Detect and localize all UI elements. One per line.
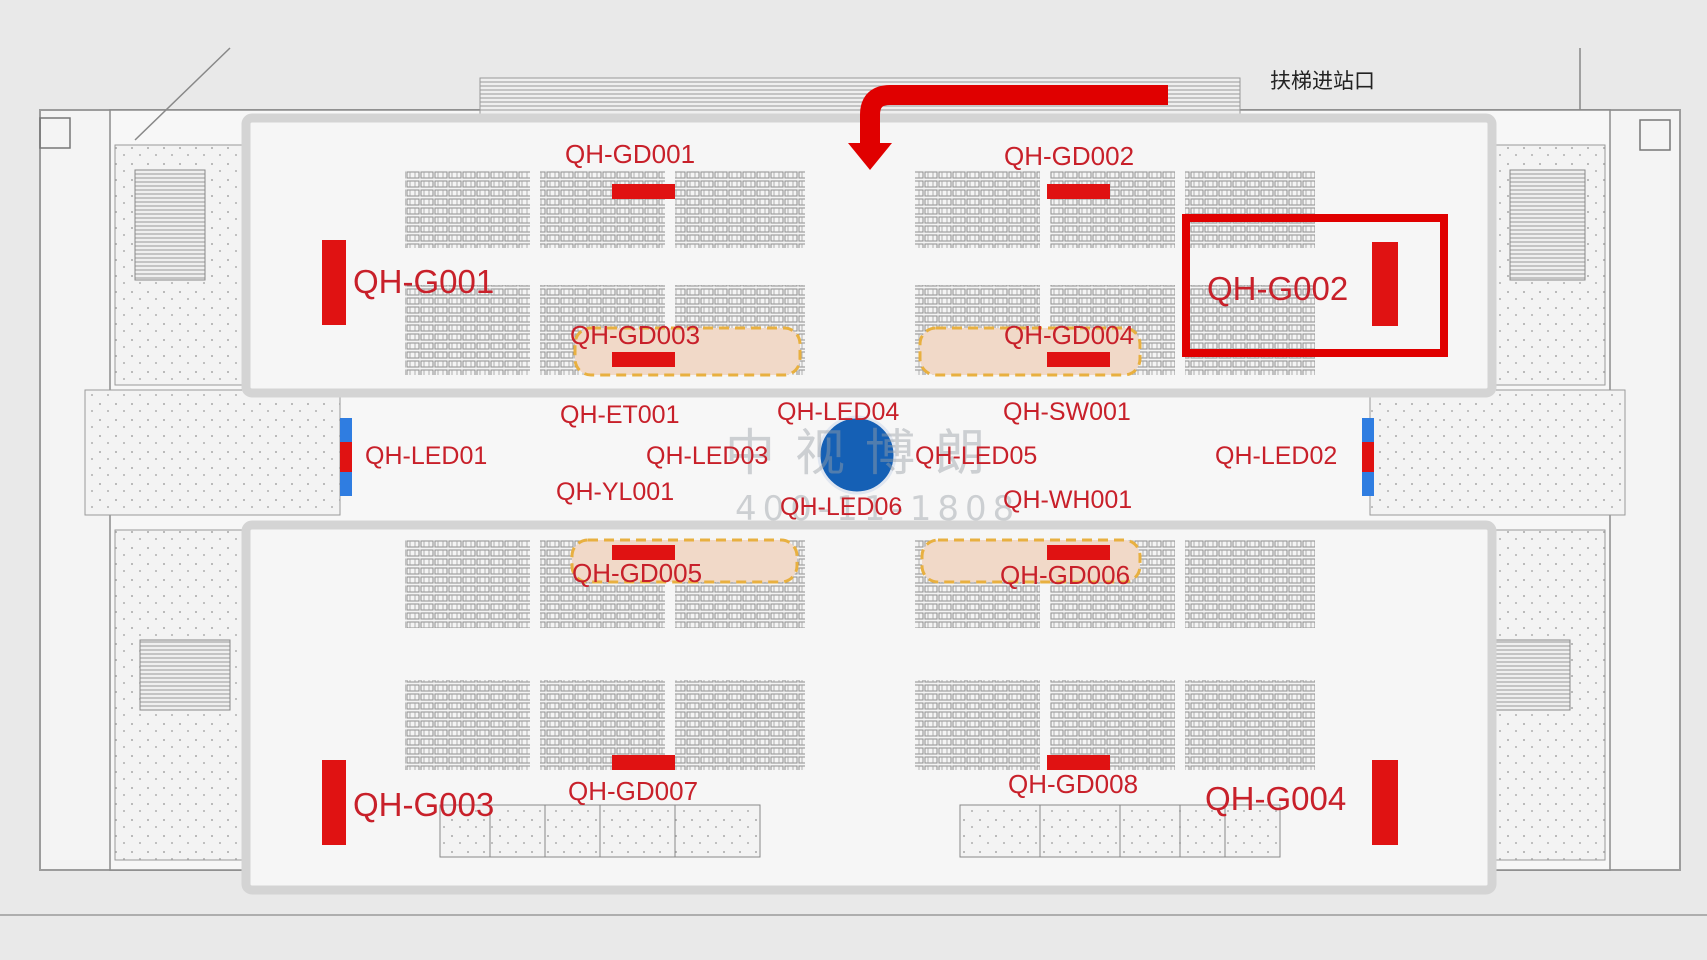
slot-gd001 (612, 184, 675, 199)
slot-g003 (322, 760, 346, 845)
label-led04: QH-LED04 (777, 398, 899, 426)
side-service-areas (84, 144, 1626, 861)
label-sw001: QH-SW001 (1003, 398, 1131, 426)
entrance-label: 扶梯进站口 (1270, 69, 1375, 93)
label-led01: QH-LED01 (365, 442, 487, 470)
slot-gd005 (612, 545, 675, 560)
slot-gd003 (612, 352, 675, 367)
label-wh001: QH-WH001 (1003, 486, 1132, 514)
logo-circle-icon (817, 415, 897, 495)
slot-gd004 (1047, 352, 1110, 367)
label-g003: QH-G003 (353, 786, 494, 823)
watermark-text: 中视博朗 (725, 424, 1005, 482)
ad-slots (322, 184, 1398, 845)
label-led02: QH-LED02 (1215, 442, 1337, 470)
upper-concourse (241, 113, 1497, 398)
label-g004: QH-G004 (1205, 780, 1346, 817)
label-g002: QH-G002 (1207, 270, 1348, 307)
label-gd008: QH-GD008 (1008, 769, 1138, 799)
entry-arrow-icon (848, 85, 1168, 170)
label-gd002: QH-GD002 (1004, 141, 1134, 171)
label-yl001: QH-YL001 (556, 478, 674, 506)
slot-gd008 (1047, 755, 1110, 770)
label-g001: QH-G001 (353, 263, 494, 300)
slot-g002 (1372, 242, 1398, 326)
slot-g004 (1372, 760, 1398, 845)
label-gd005: QH-GD005 (572, 558, 702, 588)
highlight-box-g002 (1182, 214, 1448, 357)
label-gd001: QH-GD001 (565, 139, 695, 169)
label-led03: QH-LED03 (646, 442, 768, 470)
label-gd003: QH-GD003 (570, 320, 700, 350)
slot-g001 (322, 240, 346, 325)
label-gd006: QH-GD006 (1000, 560, 1130, 590)
slot-gd006 (1047, 545, 1110, 560)
label-gd007: QH-GD007 (568, 776, 698, 806)
watermark-phone: 400-11-1808 (735, 489, 1020, 529)
lower-concourse (241, 520, 1497, 895)
label-gd004: QH-GD004 (1004, 320, 1134, 350)
label-led06: QH-LED06 (780, 493, 902, 521)
slot-gd007 (612, 755, 675, 770)
label-led05: QH-LED05 (915, 442, 1037, 470)
slot-gd002 (1047, 184, 1110, 199)
label-et001: QH-ET001 (560, 401, 679, 429)
